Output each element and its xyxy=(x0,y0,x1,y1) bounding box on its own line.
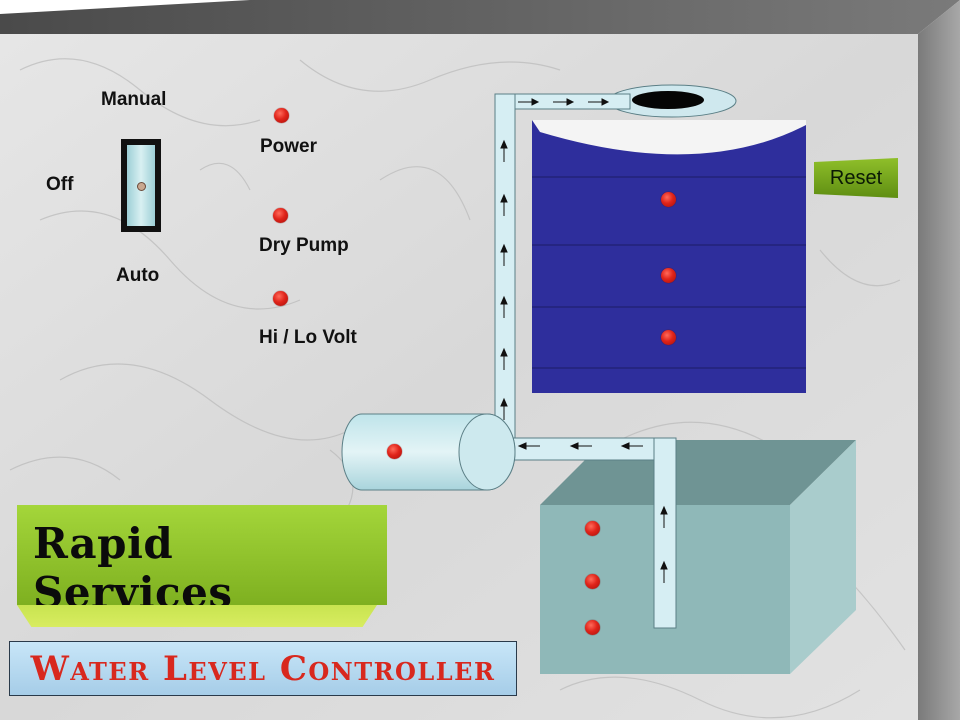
switch-label-manual: Manual xyxy=(101,89,167,110)
arrow-icon xyxy=(553,98,575,106)
sump-tank-side xyxy=(790,440,856,674)
frame-left-highlight xyxy=(0,0,250,14)
overhead-tank-lid xyxy=(532,120,806,155)
brand-panel-bevel xyxy=(17,605,377,627)
frame-right-bevel xyxy=(918,0,960,720)
mode-toggle-switch[interactable] xyxy=(121,139,161,232)
tank-inlet-hole xyxy=(632,91,704,109)
overhead-tank-body xyxy=(532,120,806,393)
page-title-box: Water Level Controller xyxy=(9,641,517,696)
arrow-icon xyxy=(500,397,508,420)
sump-level-led-icon xyxy=(585,574,600,589)
arrow-icon xyxy=(620,442,643,450)
indicator-label-power: Power xyxy=(260,136,318,157)
switch-plate xyxy=(127,145,155,226)
arrow-icon xyxy=(500,139,508,162)
flow-arrows xyxy=(500,98,668,583)
arrow-icon xyxy=(660,505,668,528)
arrow-icon xyxy=(660,560,668,583)
arrow-icon xyxy=(518,98,540,106)
motor-pump xyxy=(341,413,516,491)
arrow-icon xyxy=(500,295,508,318)
indicator-label-voltage: Hi / Lo Volt xyxy=(259,327,357,348)
page-title: Water Level Controller xyxy=(30,648,496,689)
switch-label-auto: Auto xyxy=(116,265,160,286)
dry-pump-led-icon xyxy=(273,208,288,223)
motor-led-icon xyxy=(387,444,402,459)
arrow-icon xyxy=(500,347,508,370)
sump-level-led-icon xyxy=(585,521,600,536)
sump-level-led-icon xyxy=(585,620,600,635)
switch-label-off: Off xyxy=(46,174,74,195)
arrow-icon xyxy=(517,442,540,450)
reset-button[interactable]: Reset xyxy=(814,158,898,198)
overhead-level-led-icon xyxy=(661,268,676,283)
pipe-horizontal xyxy=(494,437,677,461)
voltage-led-icon xyxy=(273,291,288,306)
arrow-icon xyxy=(500,243,508,266)
indicator-label-dry-pump: Dry Pump xyxy=(259,235,349,256)
arrow-icon xyxy=(569,442,592,450)
brand-panel: Rapid Services xyxy=(17,505,387,617)
overhead-level-led-icon xyxy=(661,192,676,207)
power-led-icon xyxy=(274,108,289,123)
marble-veins xyxy=(9,58,906,719)
frame-top-bevel xyxy=(0,0,960,34)
pipe-suction xyxy=(653,437,677,629)
arrow-icon xyxy=(500,193,508,216)
switch-knob-icon xyxy=(137,181,146,191)
overhead-level-led-icon xyxy=(661,330,676,345)
brand-name: Rapid Services xyxy=(33,519,233,617)
arrow-icon xyxy=(588,98,610,106)
